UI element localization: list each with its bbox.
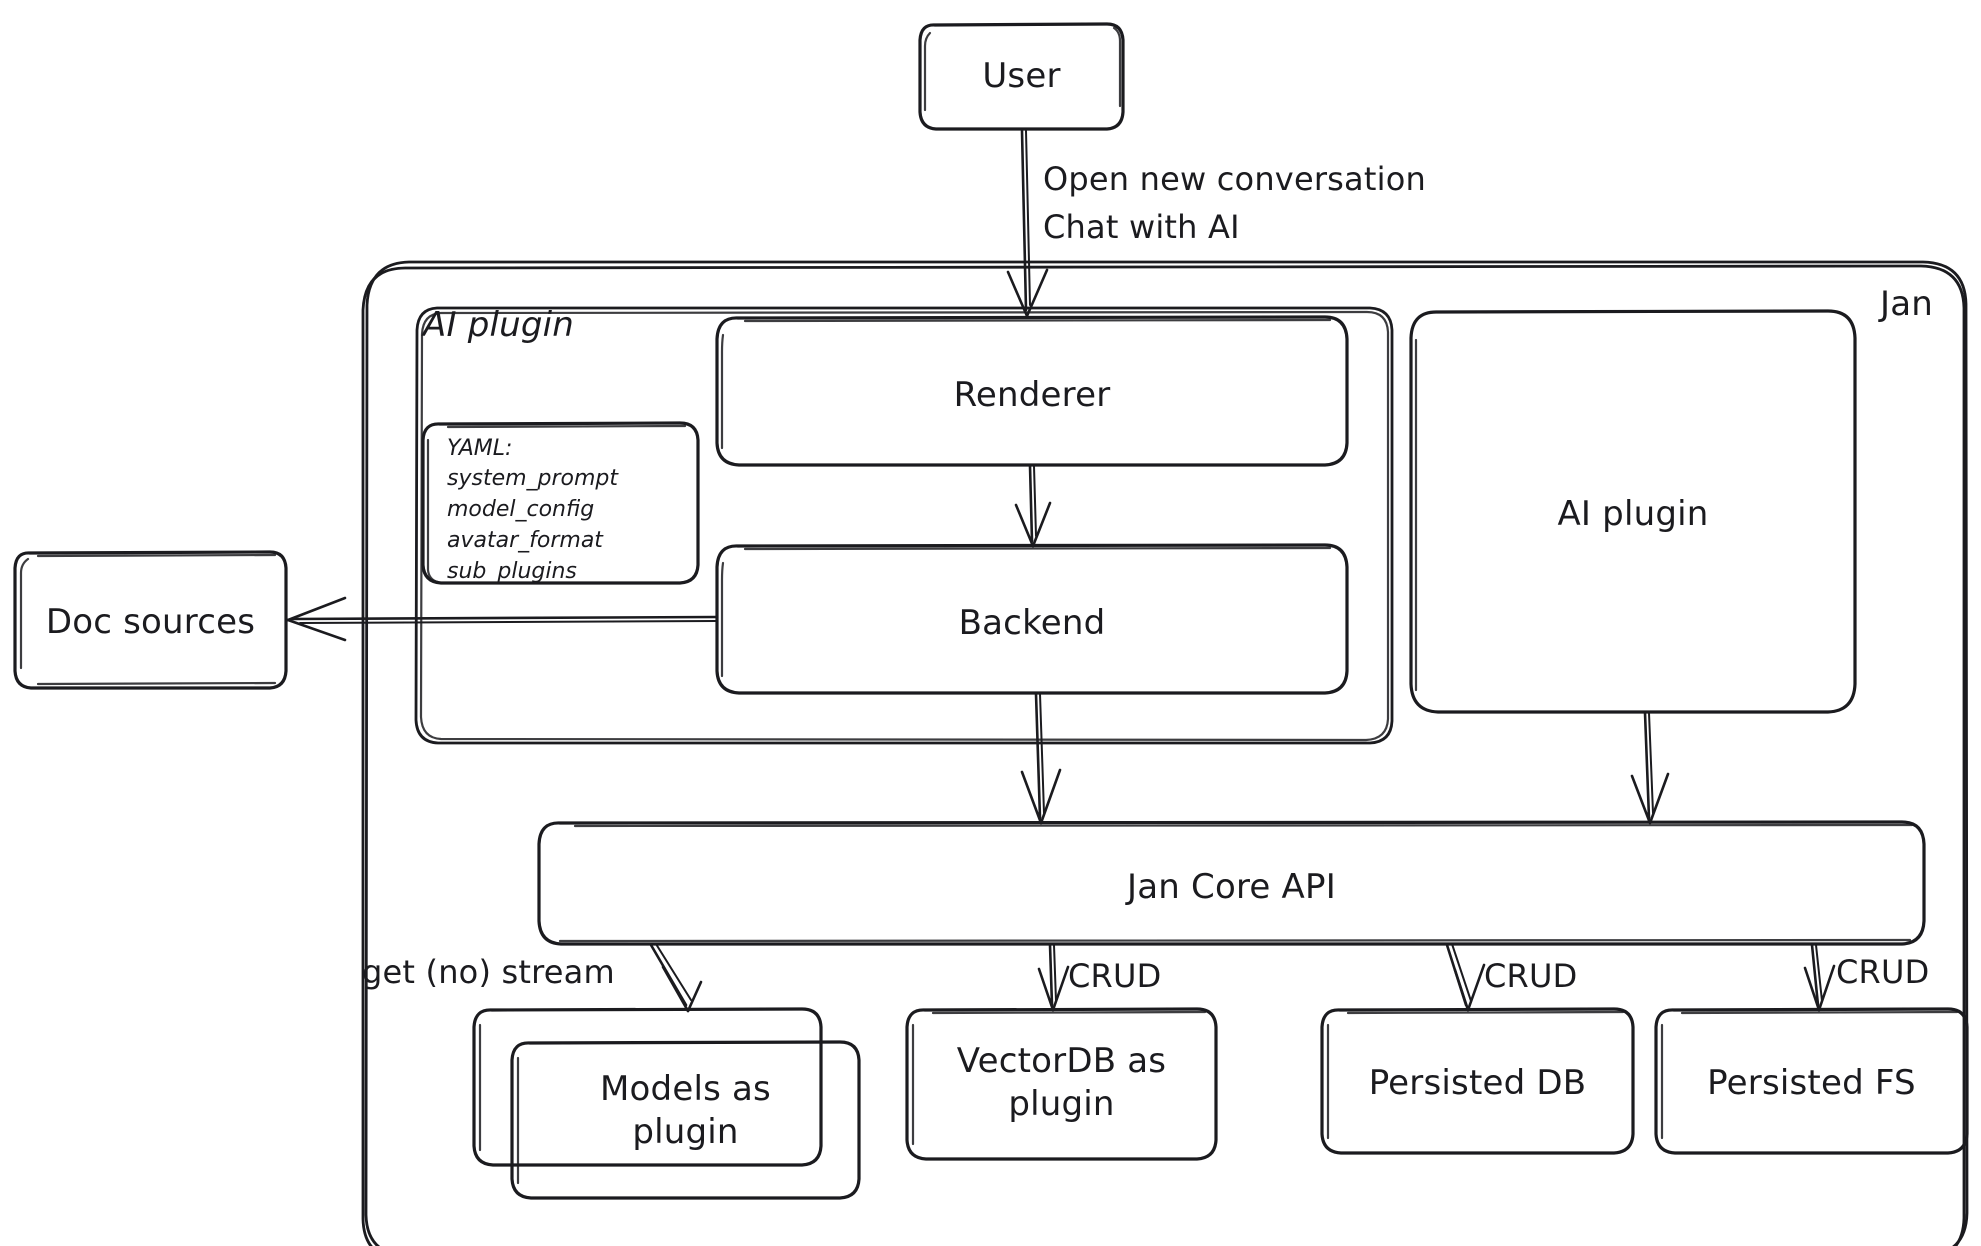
edge-label-crud-persisted-fs: CRUD xyxy=(1836,953,1930,991)
group-label-ai-plugin: AI plugin xyxy=(423,305,575,345)
node-label-user[interactable]: User xyxy=(982,56,1061,96)
arrow-user-to-renderer xyxy=(1006,129,1049,318)
yaml-key-avatar-format: avatar_format xyxy=(447,528,603,553)
arrow-core-to-persisted-db xyxy=(1445,943,1486,1012)
node-label-backend[interactable]: Backend xyxy=(958,603,1106,643)
edge-label-get-no-stream: get (no) stream xyxy=(362,953,615,991)
yaml-key-model-config: model_config xyxy=(447,497,595,522)
node-label-jan-core-api[interactable]: Jan Core API xyxy=(1127,867,1336,907)
node-label-models-as-plugin[interactable]: Models as plugin xyxy=(600,1069,771,1152)
edge-label-open-new-conversation: Open new conversation xyxy=(1043,160,1426,198)
arrow-renderer-to-backend xyxy=(1014,464,1052,548)
yaml-heading: YAML: xyxy=(447,436,513,461)
node-label-ai-plugin[interactable]: AI plugin xyxy=(1557,494,1709,534)
arrow-backend-to-doc-sources xyxy=(286,596,718,642)
node-label-persisted-db[interactable]: Persisted DB xyxy=(1368,1063,1587,1103)
yaml-key-sub-plugins: sub_plugins xyxy=(447,559,577,584)
arrow-core-to-vectordb xyxy=(1037,943,1070,1012)
node-label-renderer[interactable]: Renderer xyxy=(953,375,1111,415)
node-label-persisted-fs[interactable]: Persisted FS xyxy=(1707,1063,1916,1103)
node-label-vectordb-as-plugin[interactable]: VectorDB as plugin xyxy=(956,1041,1167,1124)
arrow-backend-to-core xyxy=(1020,692,1062,825)
node-label-doc-sources[interactable]: Doc sources xyxy=(45,602,256,642)
yaml-key-system-prompt: system_prompt xyxy=(447,466,619,491)
group-label-jan: Jan xyxy=(1880,284,1934,324)
edge-label-crud-vectordb: CRUD xyxy=(1068,957,1162,995)
edge-label-chat-with-ai: Chat with AI xyxy=(1043,208,1240,246)
arrow-ai-plugin-to-core xyxy=(1630,711,1670,825)
arrow-core-to-persisted-fs xyxy=(1803,943,1836,1012)
arrow-core-to-models xyxy=(649,943,703,1013)
edge-label-crud-persisted-db: CRUD xyxy=(1484,957,1578,995)
